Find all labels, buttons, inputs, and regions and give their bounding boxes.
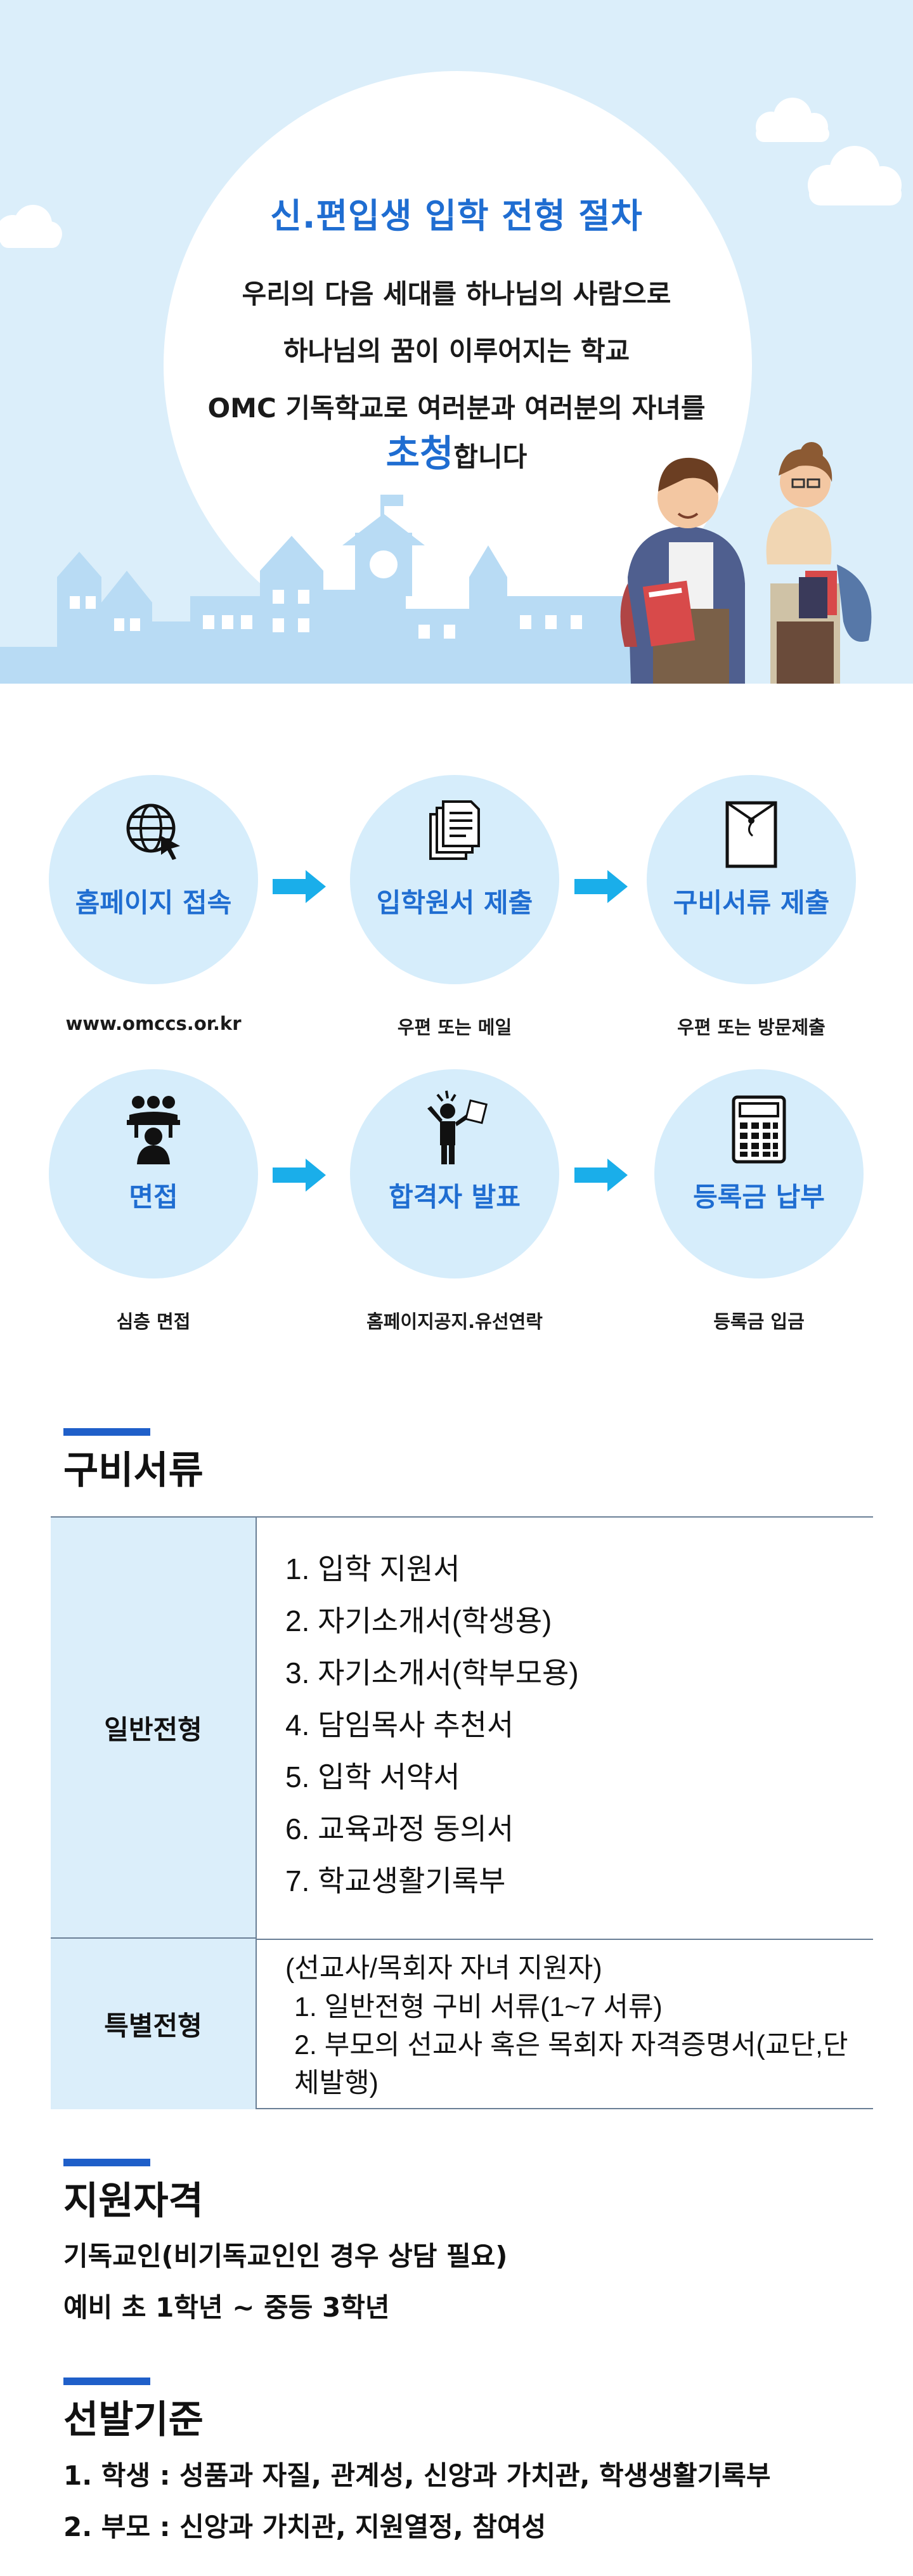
- arrow-right-icon: [574, 870, 628, 903]
- general-documents-list: 1. 입학 지원서 2. 자기소개서(학생용) 3. 자기소개서(학부모용) 4…: [285, 1551, 579, 1915]
- list-item: 2. 부모의 선교사 혹은 목회자 자격증명서(교단,단체발행): [294, 2030, 848, 2098]
- step-label: 합격자 발표: [389, 1181, 521, 1213]
- cloud-icon: [756, 98, 829, 142]
- list-item: 7. 학교생활기록부: [285, 1864, 506, 1897]
- hero-line-4: 초청합니다: [0, 424, 913, 477]
- criteria-line-1: 1. 학생 : 성품과 자질, 관계성, 신앙과 가치관, 학생생활기록부: [63, 2460, 771, 2491]
- hero-line-3: OMC 기독학교로 여러분과 여러분의 자녀를: [207, 393, 706, 424]
- step-circle: 홈페이지 접속: [49, 775, 258, 984]
- hero-invite-word: 초청: [385, 432, 454, 475]
- envelope-icon: [725, 801, 777, 868]
- step-circle: 등록금 납부: [654, 1069, 864, 1278]
- step-label: 면접: [129, 1181, 178, 1213]
- step-sub: 우편 또는 메일: [397, 1017, 512, 1038]
- step-label: 구비서류 제출: [673, 887, 830, 918]
- step-sub: www.omccs.or.kr: [65, 1013, 242, 1034]
- list-item: 4. 담임목사 추천서: [285, 1708, 514, 1741]
- students-illustration: [620, 442, 872, 684]
- arrow-right-icon: [273, 870, 326, 903]
- criteria-line-2: 2. 부모 : 신앙과 가치관, 지원열정, 참여성: [63, 2511, 547, 2542]
- process-step-announcement: 합격자 발표 홈페이지공지.유선연락: [350, 1069, 559, 1332]
- arrow-right-icon: [574, 1159, 628, 1192]
- row-divider: [257, 1939, 873, 1940]
- hero-line-1: 우리의 다음 세대를 하나님의 사람으로: [242, 278, 671, 309]
- calculator-icon: [732, 1095, 786, 1164]
- special-track-label: 특별전형: [51, 1939, 257, 2109]
- process-step-interview: 면접 심층 면접: [49, 1069, 258, 1332]
- section-accent-bar: [63, 2378, 150, 2385]
- interview-icon: [127, 1096, 180, 1164]
- step-circle: 구비서류 제출: [647, 775, 856, 984]
- eligibility-line-1: 기독교인(비기독교인인 경우 상담 필요): [63, 2241, 508, 2272]
- section-accent-bar: [63, 2159, 150, 2166]
- special-documents: (선교사/목회자 자녀 지원자) 1. 일반전형 구비 서류(1~7 서류) 2…: [285, 1949, 873, 2102]
- process-step-application: 입학원서 제출 우편 또는 메일: [350, 775, 559, 1038]
- step-sub: 심층 면접: [116, 1311, 191, 1332]
- list-item: 1. 일반전형 구비 서류(1~7 서류): [294, 1992, 663, 2022]
- step-label: 등록금 납부: [693, 1181, 825, 1213]
- list-item: 1. 입학 지원서: [285, 1552, 460, 1585]
- step-label: 입학원서 제출: [376, 887, 533, 918]
- documents-icon: [429, 800, 480, 860]
- eligibility-line-2: 예비 초 1학년 ~ 중등 3학년: [63, 2292, 390, 2323]
- step-label: 홈페이지 접속: [75, 887, 232, 918]
- hero-line-2: 하나님의 꿈이 이루어지는 학교: [283, 335, 630, 367]
- arrow-right-icon: [273, 1159, 326, 1192]
- step-circle: 면접: [49, 1069, 258, 1278]
- documents-table: 일반전형 특별전형 1. 입학 지원서 2. 자기소개서(학생용) 3. 자기소…: [51, 1516, 873, 2109]
- city-skyline-illustration: [0, 495, 647, 684]
- hero-banner: 신.편입생 입학 전형 절차 우리의 다음 세대를 하나님의 사람으로 하나님의…: [0, 0, 913, 684]
- list-item: 5. 입학 서약서: [285, 1760, 460, 1793]
- list-item: 3. 자기소개서(학부모용): [285, 1656, 579, 1689]
- section-title-documents: 구비서류: [63, 1448, 204, 1493]
- special-heading: (선교사/목회자 자녀 지원자): [285, 1953, 602, 1984]
- step-sub: 우편 또는 방문제출: [677, 1017, 826, 1038]
- step-circle: 입학원서 제출: [350, 775, 559, 984]
- list-item: 6. 교육과정 동의서: [285, 1812, 514, 1845]
- process-step-tuition: 등록금 납부 등록금 입금: [654, 1069, 864, 1332]
- globe-cursor-icon: [126, 803, 180, 860]
- section-accent-bar: [63, 1428, 150, 1436]
- section-title-eligibility: 지원자격: [63, 2179, 204, 2223]
- general-track-label: 일반전형: [51, 1518, 257, 1939]
- step-circle: 합격자 발표: [350, 1069, 559, 1278]
- list-item: 2. 자기소개서(학생용): [285, 1604, 552, 1637]
- step-sub: 홈페이지공지.유선연락: [366, 1311, 543, 1332]
- announcement-icon: [427, 1090, 488, 1164]
- cloud-icon: [0, 205, 62, 248]
- section-title-criteria: 선발기준: [63, 2398, 204, 2442]
- step-sub: 등록금 입금: [713, 1311, 805, 1332]
- process-step-documents: 구비서류 제출 우편 또는 방문제출: [647, 775, 856, 1038]
- cloud-icon: [808, 146, 902, 205]
- process-step-homepage: 홈페이지 접속 www.omccs.or.kr: [49, 775, 258, 1034]
- hero-invite-rest: 합니다: [453, 441, 528, 472]
- hero-title: 신.편입생 입학 전형 절차: [270, 196, 643, 236]
